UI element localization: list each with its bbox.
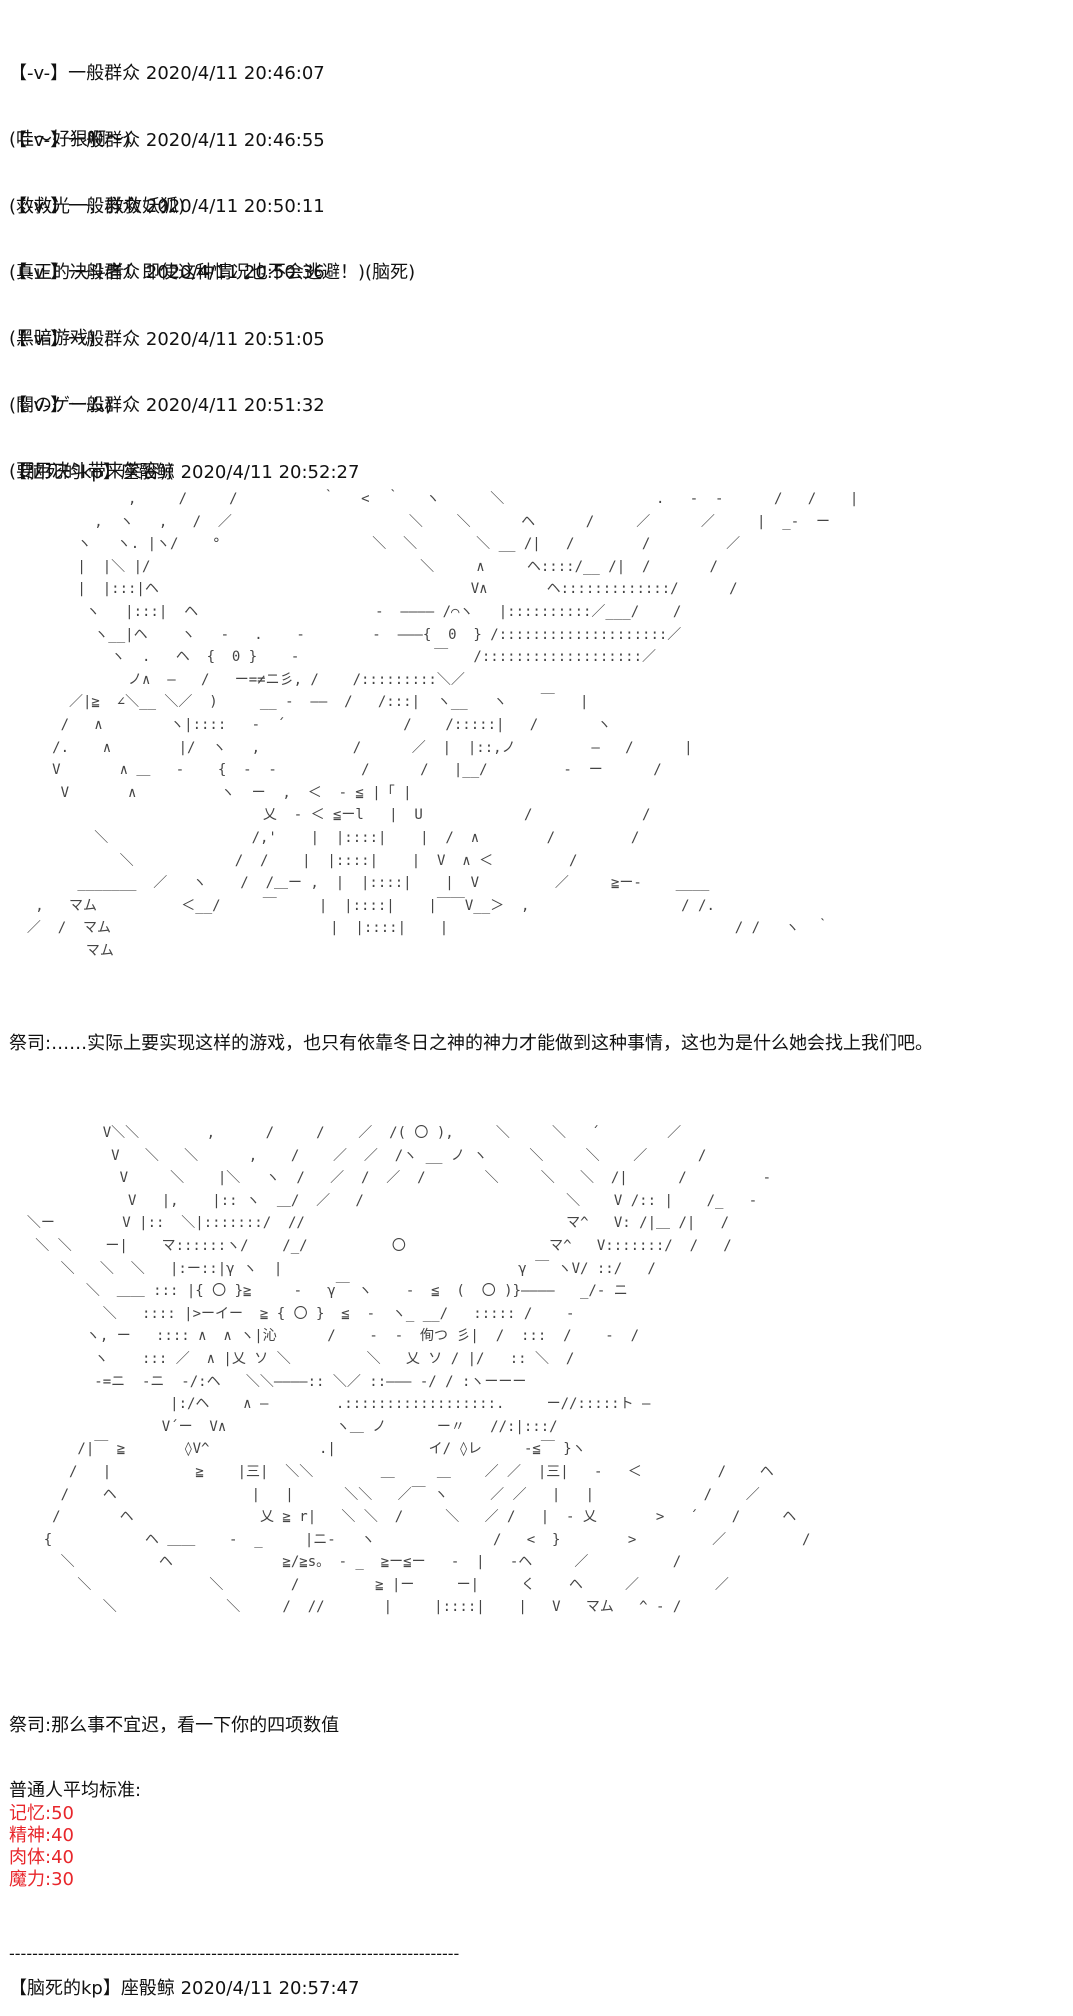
post-body: (救救光一，救救妖狐) <box>9 196 186 217</box>
post-header: 【-v-】一般群众 2020/4/11 20:51:05 <box>9 329 325 350</box>
dialogue-line: 祭司:……实际上要实现这样的游戏，也只有依靠冬日之神的神力才能做到这种事情，这也… <box>9 1033 934 1054</box>
stats-heading: 普通人平均标准: <box>9 1780 142 1801</box>
separator-line: ----------------------------------------… <box>9 1944 460 1963</box>
stat-spirit: 精神:40 <box>9 1825 74 1846</box>
post-body: (真正的决斗者！即使这种情况也不会逃避！)(脑死) <box>9 262 416 283</box>
dialogue-line: 祭司:那么事不宜迟，看一下你的四项数值 <box>9 1715 340 1736</box>
stat-body: 肉体:40 <box>9 1847 74 1868</box>
post-1: 【-v-】一般群众 2020/4/11 20:46:07 (哇～好狠啊～) <box>9 19 325 195</box>
post-header: 【-v-】一般群众 2020/4/11 20:50:36 <box>9 262 325 283</box>
kp-post-header: 【脑死的kp】座骰鲸 2020/4/11 20:57:47 <box>9 1978 360 1999</box>
post-6: 【-v-】一般群众 2020/4/11 20:51:32 (要用决斗带来笑容)( <box>9 351 325 527</box>
post-header: 【-v-】一般群众 2020/4/11 20:46:07 <box>9 63 325 84</box>
ascii-art-god: V＼＼ , / / ／ /( 〇 ), ＼ ＼ ´ ／ V ＼ ＼ , / ／ … <box>26 1125 811 1616</box>
post-5: 【-v-】一般群众 2020/4/11 20:51:05 (闇のゲーム) <box>9 285 325 461</box>
post-body: (黑暗游戏) <box>9 328 96 349</box>
post-body: (哇～好狠啊～) <box>9 129 132 150</box>
post-header: 【-v-】一般群众 2020/4/11 20:51:32 <box>9 395 325 416</box>
post-body: (要用决斗带来笑容)( <box>9 461 175 482</box>
stat-memory: 记忆:50 <box>9 1803 74 1824</box>
kp-post-header: 【脑死的kp】座骰鲸 2020/4/11 20:52:27 <box>9 462 360 483</box>
post-header: 【-v-】一般群众 2020/4/11 20:46:55 <box>9 130 325 151</box>
ascii-art-creature: , / / ｀ < ｀ ヽ ＼ . - - / / | , ヽ , / ／ ＼ … <box>26 491 859 959</box>
post-3: 【-v-】一般群众 2020/4/11 20:50:11 (真正的决斗者！即使这… <box>9 152 415 328</box>
post-4: 【-v-】一般群众 2020/4/11 20:50:36 (黑暗游戏) <box>9 218 325 394</box>
post-2: 【-v-】一般群众 2020/4/11 20:46:55 (救救光一，救救妖狐) <box>9 86 325 262</box>
post-body: (闇のゲーム) <box>9 395 113 416</box>
stat-magic: 魔力:30 <box>9 1869 74 1890</box>
post-header: 【-v-】一般群众 2020/4/11 20:50:11 <box>9 196 325 217</box>
